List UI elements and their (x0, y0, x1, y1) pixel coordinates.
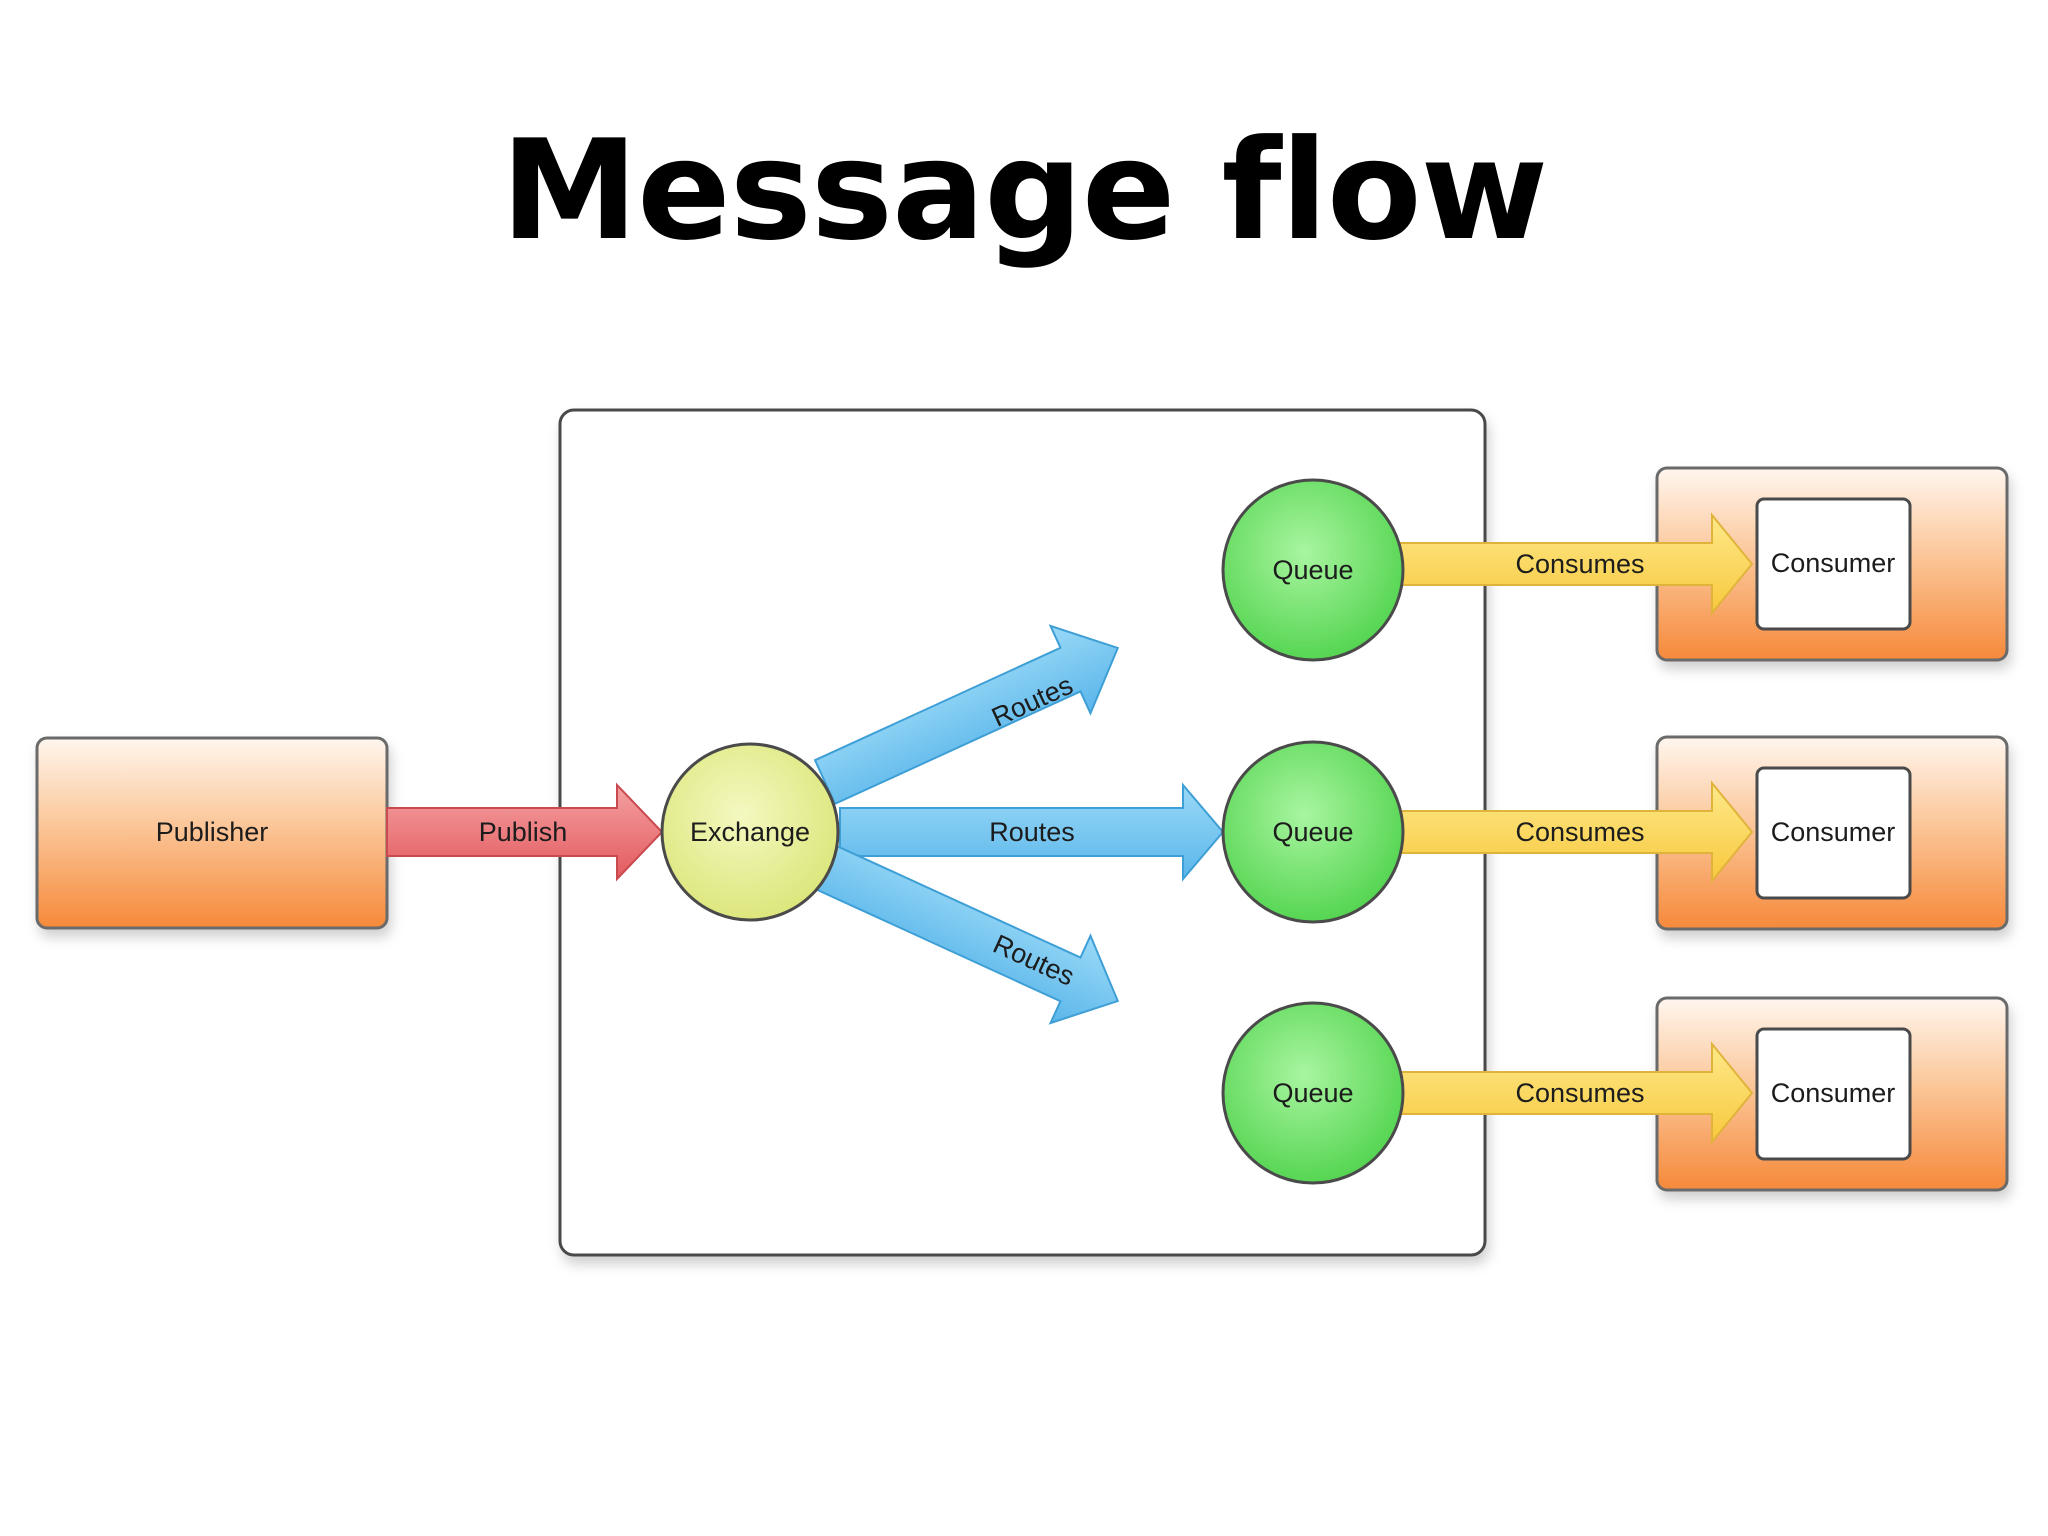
publish-arrow: Publish (386, 782, 664, 882)
queue-label: Queue (1272, 1078, 1353, 1108)
queue-node-3: Queue (1221, 1001, 1405, 1185)
consumes-arrow-2: Consumes (1399, 780, 1754, 884)
consumes-arrow-1: Consumes (1399, 512, 1754, 616)
queue-node-1: Queue (1221, 478, 1405, 662)
consumes-arrow-3: Consumes (1399, 1041, 1754, 1145)
consumer-label: Consumer (1771, 548, 1896, 578)
consumer-label: Consumer (1771, 817, 1896, 847)
consumer-box-2: Consumer (1655, 735, 2009, 931)
consumer-label: Consumer (1771, 1078, 1896, 1108)
consumer-box-1: Consumer (1655, 466, 2009, 662)
queue-node-2: Queue (1221, 740, 1405, 924)
publisher-box: Publisher (35, 736, 389, 930)
consumes-label: Consumes (1515, 817, 1644, 847)
routes-label: Routes (989, 817, 1075, 847)
consumes-label: Consumes (1515, 1078, 1644, 1108)
routes-arrow-middle: Routes (839, 782, 1225, 882)
queue-label: Queue (1272, 817, 1353, 847)
diagram-title: Message flow (500, 110, 1548, 271)
publish-label: Publish (479, 817, 568, 847)
exchange-label: Exchange (690, 817, 810, 847)
publisher-label: Publisher (156, 817, 269, 847)
consumes-label: Consumes (1515, 549, 1644, 579)
queue-label: Queue (1272, 555, 1353, 585)
exchange-node: Exchange (660, 742, 840, 922)
